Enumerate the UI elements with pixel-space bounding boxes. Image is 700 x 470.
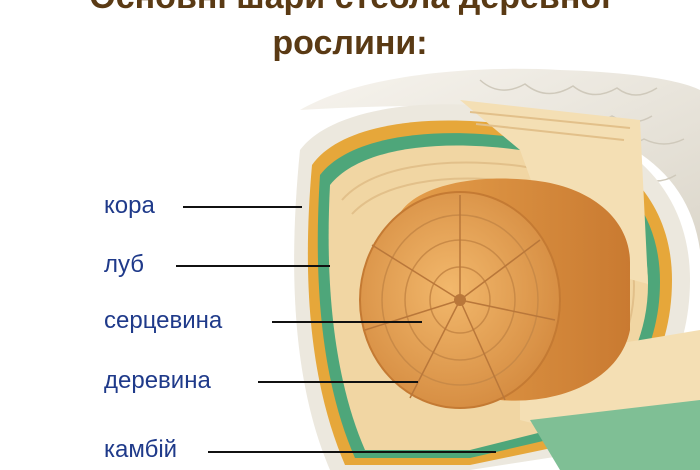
title-line-1: Основні шари стебла деревної [0, 0, 700, 17]
label-bast: луб [104, 251, 145, 278]
label-pith: серцевина [104, 307, 223, 334]
label-cambium: камбій [104, 436, 178, 463]
label-wood: деревина [104, 367, 211, 394]
heartwood-cylinder [359, 178, 630, 409]
title-line-2: рослини: [272, 24, 428, 62]
label-bark: кора [104, 192, 155, 219]
leader-lines [176, 206, 496, 453]
